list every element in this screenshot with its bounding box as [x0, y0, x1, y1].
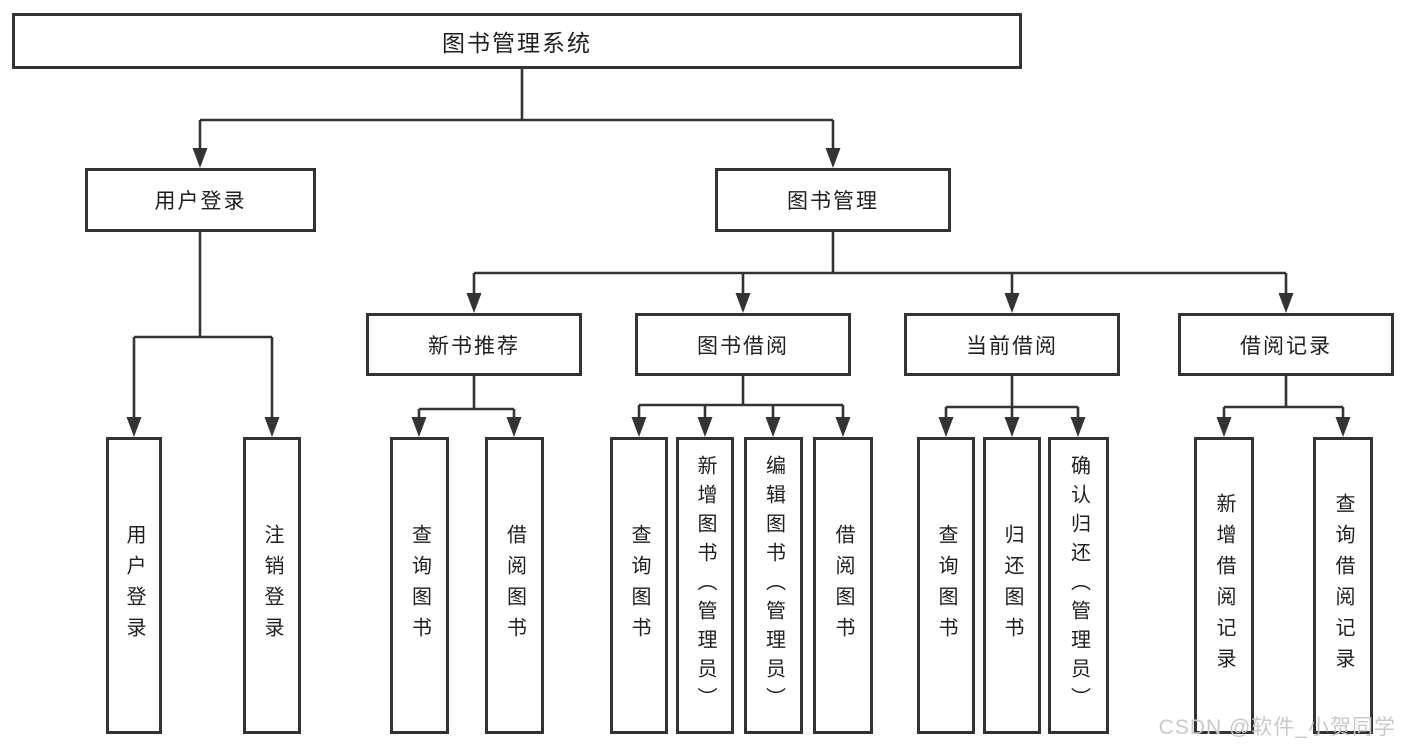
- node-book-borrowing: 图书借阅: [635, 313, 851, 376]
- leaf-logout-label: 注销登录: [261, 523, 283, 648]
- arrowhead: [1335, 417, 1351, 437]
- arrowhead: [765, 417, 781, 437]
- arrowhead: [631, 417, 647, 437]
- leaf-current-return: 归还图书: [983, 437, 1041, 734]
- arrowhead: [126, 417, 142, 437]
- arrowhead: [411, 417, 427, 437]
- leaf-borrowing-borrow-label: 借阅图书: [832, 523, 854, 648]
- arrowhead: [466, 293, 482, 313]
- node-current-borrow: 当前借阅: [904, 313, 1120, 376]
- arrowhead: [938, 417, 954, 437]
- leaf-newbook-borrow: 借阅图书: [485, 437, 544, 734]
- arrowhead: [1278, 293, 1294, 313]
- leaf-user-login-label: 用户登录: [123, 523, 145, 648]
- arrowhead: [264, 417, 280, 437]
- leaf-current-query: 查询图书: [917, 437, 975, 734]
- arrowhead: [697, 417, 713, 437]
- leaf-records-query-label: 查询借阅记录: [1332, 492, 1354, 679]
- leaf-newbook-query: 查询图书: [390, 437, 449, 734]
- node-user-login: 用户登录: [85, 168, 316, 232]
- arrowhead: [825, 148, 841, 168]
- leaf-records-add-label: 新增借阅记录: [1213, 492, 1235, 679]
- csdn-watermark: CSDN @软件_小贺同学: [1158, 716, 1396, 739]
- leaf-borrowing-add: 新增图书（管理员）: [676, 437, 734, 734]
- leaf-records-query: 查询借阅记录: [1313, 437, 1373, 734]
- leaf-current-query-label: 查询图书: [935, 523, 957, 648]
- leaf-user-login: 用户登录: [106, 437, 162, 734]
- leaf-borrowing-borrow: 借阅图书: [813, 437, 873, 734]
- leaf-borrowing-query: 查询图书: [610, 437, 668, 734]
- leaf-current-confirm: 确认归还（管理员）: [1048, 437, 1109, 734]
- node-new-book-rec: 新书推荐: [366, 313, 582, 376]
- arrowhead: [1004, 293, 1020, 313]
- arrowhead: [192, 148, 208, 168]
- arrowhead: [1070, 417, 1086, 437]
- arrowhead: [1004, 417, 1020, 437]
- leaf-current-return-label: 归还图书: [1001, 523, 1023, 648]
- arrowhead: [735, 293, 751, 313]
- leaf-borrowing-edit: 编辑图书（管理员）: [744, 437, 803, 734]
- node-borrow-records: 借阅记录: [1178, 313, 1394, 376]
- leaf-borrowing-add-label: 新增图书（管理员）: [694, 455, 716, 716]
- leaf-records-add: 新增借阅记录: [1194, 437, 1254, 734]
- leaf-newbook-borrow-label: 借阅图书: [503, 523, 526, 648]
- arrowhead: [1216, 417, 1232, 437]
- leaf-current-confirm-label: 确认归还（管理员）: [1067, 455, 1090, 716]
- arrowhead: [506, 417, 522, 437]
- leaf-newbook-query-label: 查询图书: [408, 523, 431, 648]
- leaf-borrowing-edit-label: 编辑图书（管理员）: [762, 455, 785, 716]
- node-root: 图书管理系统: [12, 13, 1022, 69]
- leaf-borrowing-query-label: 查询图书: [628, 523, 650, 648]
- arrowhead: [835, 417, 851, 437]
- node-book-mgmt: 图书管理: [715, 168, 951, 232]
- leaf-logout: 注销登录: [243, 437, 301, 734]
